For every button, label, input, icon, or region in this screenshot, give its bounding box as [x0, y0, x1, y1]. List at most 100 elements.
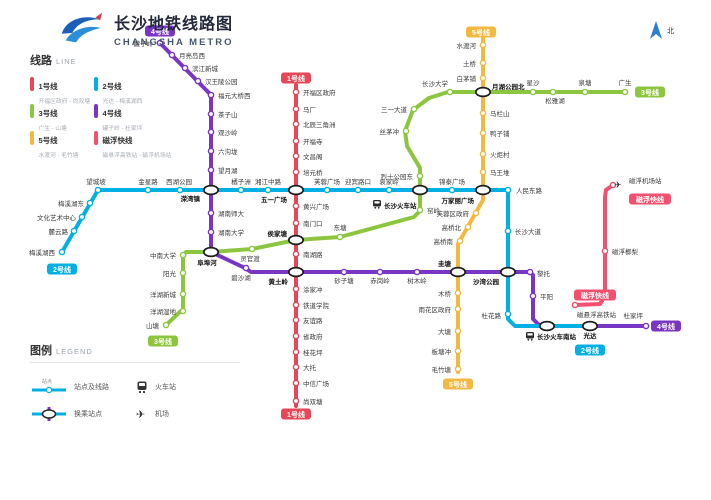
station-dot [207, 91, 215, 99]
station-dot [571, 301, 579, 309]
station-label: 磁浮机场站 [629, 176, 662, 185]
station-dot [237, 186, 245, 194]
station-dot [292, 332, 300, 340]
station-label: 文化艺术中心 [37, 213, 77, 222]
station-dot [156, 39, 164, 47]
line-badge-label: 2号线 [581, 346, 599, 355]
plane-icon: ✈ [136, 409, 145, 421]
station-label: 金星路 [138, 177, 158, 186]
line-color-bar [30, 131, 34, 145]
station-label: 麓云路 [49, 227, 69, 236]
transfer-station-dot [411, 184, 429, 196]
legend-item-station: 站点 站点及线路 [30, 373, 135, 400]
station-dot [292, 379, 300, 387]
station-label: 磁悬浮高铁站 [577, 310, 617, 319]
station-dot [94, 186, 102, 194]
station-label: 橘子洲 [231, 177, 251, 186]
station-dot [454, 347, 462, 355]
station-dot [292, 105, 300, 113]
station-label: 鸭子铺 [490, 129, 510, 138]
station-dot [181, 64, 189, 72]
station-label: 沙湾公园 [473, 277, 500, 286]
station-dot [70, 227, 78, 235]
station-label: 梅溪湖西 [29, 248, 56, 257]
station-dot [78, 213, 86, 221]
station-label: 西湖公园 [166, 177, 192, 186]
station-label: 开福区政府 [303, 88, 336, 97]
station-label: 芙蓉区政府 [437, 209, 470, 218]
station-dot [479, 59, 487, 67]
header: 长沙地铁线路图 CHANGSHA METRO [58, 10, 233, 48]
station-label: 六沟垅 [218, 147, 238, 156]
legend-label: 站点及线路 [74, 383, 109, 391]
metro-maglev-path [573, 183, 615, 307]
station-dot [292, 137, 300, 145]
line-badge [635, 86, 665, 98]
station-dot [340, 268, 348, 276]
station-label: 中南大学 [150, 251, 177, 260]
station-dot [292, 301, 300, 309]
station-label: 土桥 [463, 59, 477, 68]
line-endpoints: 广生 - 山塘 [38, 126, 67, 132]
station-dot [179, 290, 187, 298]
station-line-sample-icon: 站点 [32, 378, 66, 393]
station-dot [292, 202, 300, 210]
line-legend-item: 4号线罐子岭 - 杜家坪 [94, 103, 214, 132]
station-dot [248, 245, 256, 253]
station-dot [207, 166, 215, 174]
station-label: 黎托 [537, 269, 551, 278]
line-badge-label: 1号线 [287, 410, 305, 419]
station-dot [479, 109, 487, 117]
station-label: 湖南大学 [218, 228, 245, 237]
station-label: 长沙火车站 [384, 201, 417, 210]
line-name: 2号线 [102, 82, 122, 91]
station-dot [529, 88, 537, 96]
page-subtitle: CHANGSHA METRO [114, 37, 234, 48]
station-label: 桂花坪 [303, 348, 323, 357]
station-label: 迎宾路口 [345, 177, 371, 186]
line-badge [443, 378, 473, 390]
train-icon-wheel [374, 206, 377, 209]
station-dot [416, 172, 424, 180]
station-dot [194, 77, 202, 85]
station-label: 松雅湖 [545, 96, 565, 105]
station-label: 长沙大道 [515, 227, 542, 236]
line-color-bar [30, 104, 34, 118]
station-label: 三一大道 [381, 105, 408, 114]
station-dot [86, 199, 94, 207]
transfer-station-dot [287, 184, 305, 196]
transfer-station-dot [287, 266, 305, 278]
line-badge-label: 5号线 [472, 28, 490, 37]
station-label: 湘江中路 [255, 177, 282, 186]
transfer-station-dot [474, 86, 492, 98]
station-dot [529, 292, 537, 300]
station-label: 木桥 [438, 289, 452, 298]
station-dot [479, 74, 487, 82]
station-dot [410, 105, 418, 113]
station-dot [292, 363, 300, 371]
station-dot [376, 268, 384, 276]
station-label: 阜埠河 [197, 258, 217, 267]
station-label: 泉塘 [579, 78, 593, 87]
station-label: 友谊路 [303, 316, 323, 325]
station-dot [385, 186, 393, 194]
station-label: 南门口 [303, 219, 323, 228]
station-dot [526, 268, 534, 276]
line-name: 1号线 [38, 82, 58, 91]
train-icon-window [374, 201, 380, 204]
station-label: 白茅铺 [457, 74, 477, 83]
station-label: 山塘 [146, 321, 160, 330]
station-dot [336, 233, 344, 241]
station-label: 雨花区政府 [419, 305, 452, 314]
station-dot [176, 186, 184, 194]
line-badge-label: 3号线 [154, 337, 172, 346]
station-label: 长沙大学 [422, 79, 449, 88]
station-label: 毛竹塘 [432, 365, 452, 374]
station-label: 马栏山 [490, 109, 510, 118]
station-dot [292, 168, 300, 176]
station-dot [464, 223, 472, 231]
station-label: 光达 [583, 331, 598, 340]
station-label: 望月湖 [218, 166, 238, 175]
